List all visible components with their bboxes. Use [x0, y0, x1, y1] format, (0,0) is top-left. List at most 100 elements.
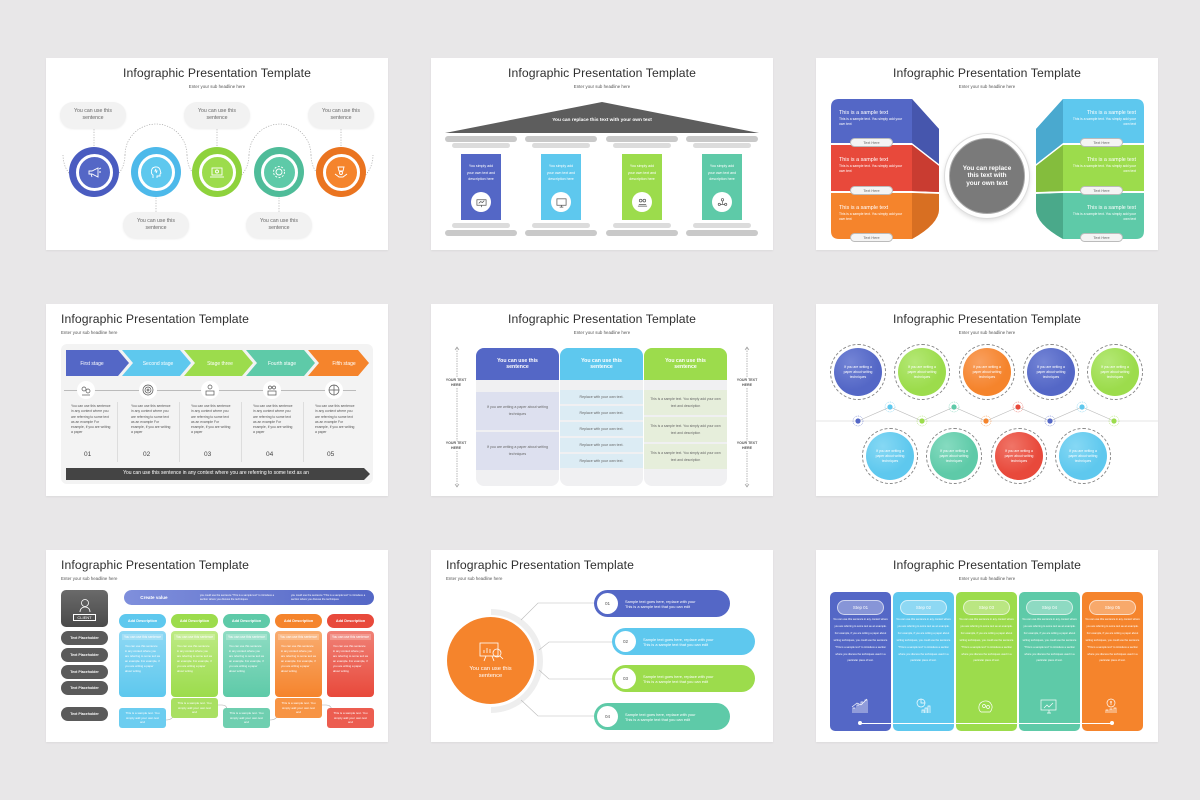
list-item-1[interactable]: 01 Sample text goes here, replace with y…	[594, 590, 730, 617]
text-placeholder-4[interactable]: Text Placeholder	[61, 681, 108, 695]
stage-text-3: You can use this sentence in any context…	[191, 404, 231, 435]
pillar-capital-1b	[452, 143, 510, 148]
team-meeting-icon	[637, 198, 647, 207]
flow-column-2[interactable]: Add Description You can use this sentenc…	[171, 614, 218, 697]
slide-9-step-columns[interactable]: Infographic Presentation Template Enter …	[816, 550, 1158, 742]
stage-text-1: You can use this sentence in any context…	[71, 404, 111, 435]
list-item-3[interactable]: 03 Sample text goes here, replace with y…	[612, 665, 755, 692]
monitor-icon	[556, 197, 566, 207]
stage-label-2[interactable]: Second stage	[142, 361, 174, 367]
step-circle-1[interactable]	[69, 147, 119, 197]
left-blocks-shape	[831, 99, 939, 239]
stage-number-2: 02	[143, 451, 151, 458]
dashboard-monitor-icon	[1040, 699, 1057, 714]
right-text-here-button-3[interactable]: Text Here	[1080, 233, 1123, 242]
slide-title: Infographic Presentation Template	[507, 66, 697, 80]
right-block-1[interactable]: This is a sample text This is a sample t…	[1072, 110, 1136, 126]
step-circle-2[interactable]	[131, 147, 181, 197]
top-bubble-3[interactable]: If you are writing a paper about writing…	[959, 344, 1015, 400]
list-item-4[interactable]: 04 Sample text goes here, replace with y…	[594, 703, 730, 730]
right-text-here-button-2[interactable]: Text Here	[1080, 186, 1123, 195]
bottom-bubble-3[interactable]: If you are writing a paper about writing…	[991, 428, 1047, 484]
hub-circle[interactable]: You can use this sentence	[447, 617, 534, 704]
text-placeholder-1[interactable]: Text Placeholder	[61, 631, 108, 645]
step-column-1[interactable]: Step 01 You can use this sentence in any…	[830, 592, 891, 731]
left-block-2[interactable]: This is a sample text This is a sample t…	[839, 157, 903, 173]
bottom-bubble-4[interactable]: If you are writing a paper about writing…	[1055, 428, 1111, 484]
step-circle-4[interactable]	[254, 147, 304, 197]
footer-bar-text: You can use this sentence in any context…	[123, 470, 309, 476]
slide-5-table[interactable]: Infographic Presentation Template Enter …	[431, 304, 773, 496]
step-circle-5[interactable]	[316, 147, 366, 197]
side-label-left-2: YOUR TEXT HERE	[444, 441, 468, 451]
left-text-here-button-2[interactable]: Text Here	[850, 186, 893, 195]
top-bubble-4[interactable]: If you are writing a paper about writing…	[1023, 344, 1079, 400]
stage-label-4[interactable]: Fourth stage	[267, 361, 297, 367]
slide-6-bubbles[interactable]: Infographic Presentation Template Enter …	[816, 304, 1158, 496]
flow-column-4[interactable]: Add Description You can use this sentenc…	[275, 614, 322, 697]
bottom-bubble-2[interactable]: If you are writing a paper about writing…	[926, 428, 982, 484]
target-icon	[142, 384, 154, 396]
top-bubble-5[interactable]: If you are writing a paper about writing…	[1087, 344, 1143, 400]
flow-note-5: This is a sample text. You simply add yo…	[327, 708, 374, 728]
stage-text-4: You can use this sentence in any context…	[253, 404, 293, 435]
side-label-right-1: YOUR TEXT HERE	[735, 378, 759, 388]
top-bubble-2[interactable]: If you are writing a paper about writing…	[894, 344, 950, 400]
top-bubble-1[interactable]: If you are writing a paper about writing…	[830, 344, 886, 400]
stage-label-1[interactable]: First stage	[80, 361, 104, 367]
slide-title: Infographic Presentation Template	[507, 312, 697, 326]
slide-4-stages[interactable]: Infographic Presentation Template Enter …	[46, 304, 388, 496]
pie-bar-chart-icon	[916, 698, 931, 713]
step-column-5[interactable]: Step 05 You can use this sentence in any…	[1082, 592, 1143, 731]
slide-3-hexa-blocks[interactable]: Infographic Presentation Template Enter …	[816, 58, 1158, 250]
slide-subtitle: Enter your sub headline here	[61, 576, 118, 581]
spoke-connectors	[490, 602, 616, 717]
table-cell: This is a sample text. You simply add yo…	[644, 444, 727, 469]
flow-note-3: This is a sample text. You simply add yo…	[223, 708, 270, 728]
left-text-here-button-1[interactable]: Text Here	[850, 138, 893, 147]
table-cell: If you are writing a paper about writing…	[476, 432, 559, 470]
text-placeholder-5[interactable]: Text Placeholder	[61, 707, 108, 721]
pillar-1[interactable]: You simply add your own text and descrip…	[461, 154, 501, 220]
pillar-3[interactable]: You simply add your own text and descrip…	[622, 154, 662, 220]
slide-1-circle-steps[interactable]: Infographic Presentation Template Enter …	[46, 58, 388, 250]
slide-subtitle: Enter your sub headline here	[958, 330, 1016, 335]
text-placeholder-3[interactable]: Text Placeholder	[61, 665, 108, 679]
slide-subtitle: Enter your sub headline here	[573, 84, 631, 89]
pillar-4[interactable]: You simply add your own text and descrip…	[702, 154, 742, 220]
left-block-1[interactable]: This is a sample text This is a sample t…	[839, 110, 903, 126]
flow-note-2: This is a sample text. You simply add yo…	[171, 698, 218, 718]
flow-column-5[interactable]: Add Description You can use this sentenc…	[327, 614, 374, 697]
text-placeholder-2[interactable]: Text Placeholder	[61, 648, 108, 662]
create-value-bar[interactable]: Create value you could use the sentence …	[124, 590, 374, 605]
step-circle-3[interactable]	[192, 147, 242, 197]
list-item-2[interactable]: 02 Sample text goes here, replace with y…	[612, 628, 755, 655]
step-column-4[interactable]: Step 04 You can use this sentence in any…	[1019, 592, 1080, 731]
step-column-2[interactable]: Step 02 You can use this sentence in any…	[893, 592, 954, 731]
pillar-capital-1	[445, 136, 517, 142]
table-column-1[interactable]: You can use this sentence If you are wri…	[476, 348, 559, 486]
money-chart-icon	[1105, 698, 1117, 713]
flow-column-1[interactable]: Add Description You can use this sentenc…	[119, 614, 166, 697]
client-card[interactable]: CLIENT	[61, 590, 108, 627]
slide-subtitle: Enter your sub headline here	[958, 84, 1016, 89]
client-person-icon	[79, 598, 90, 612]
right-block-3[interactable]: This is a sample text This is a sample t…	[1072, 205, 1136, 221]
table-column-3[interactable]: You can use this sentence This is a samp…	[644, 348, 727, 486]
flow-column-3[interactable]: Add Description You can use this sentenc…	[223, 614, 270, 697]
slide-7-client-flow[interactable]: Infographic Presentation Template Enter …	[46, 550, 388, 742]
stage-label-5[interactable]: Fifth stage	[332, 361, 356, 367]
left-block-3[interactable]: This is a sample text This is a sample t…	[839, 205, 903, 221]
center-circle[interactable]: You can replace this text with your own …	[944, 133, 1030, 219]
table-column-2[interactable]: You can use this sentence Replace with y…	[560, 348, 643, 486]
slide-8-hub-list[interactable]: Infographic Presentation Template Enter …	[431, 550, 773, 742]
right-block-2[interactable]: This is a sample text This is a sample t…	[1072, 157, 1136, 173]
stage-label-3[interactable]: Stage three	[207, 361, 233, 367]
slide-title: Infographic Presentation Template	[892, 558, 1082, 572]
pillar-2[interactable]: You simply add your own text and descrip…	[541, 154, 581, 220]
left-text-here-button-3[interactable]: Text Here	[850, 233, 893, 242]
slide-2-pillars[interactable]: Infographic Presentation Template Enter …	[431, 58, 773, 250]
right-text-here-button-1[interactable]: Text Here	[1080, 138, 1123, 147]
bottom-bubble-1[interactable]: If you are writing a paper about writing…	[862, 428, 918, 484]
step-column-3[interactable]: Step 03 You can use this sentence in any…	[956, 592, 1017, 731]
